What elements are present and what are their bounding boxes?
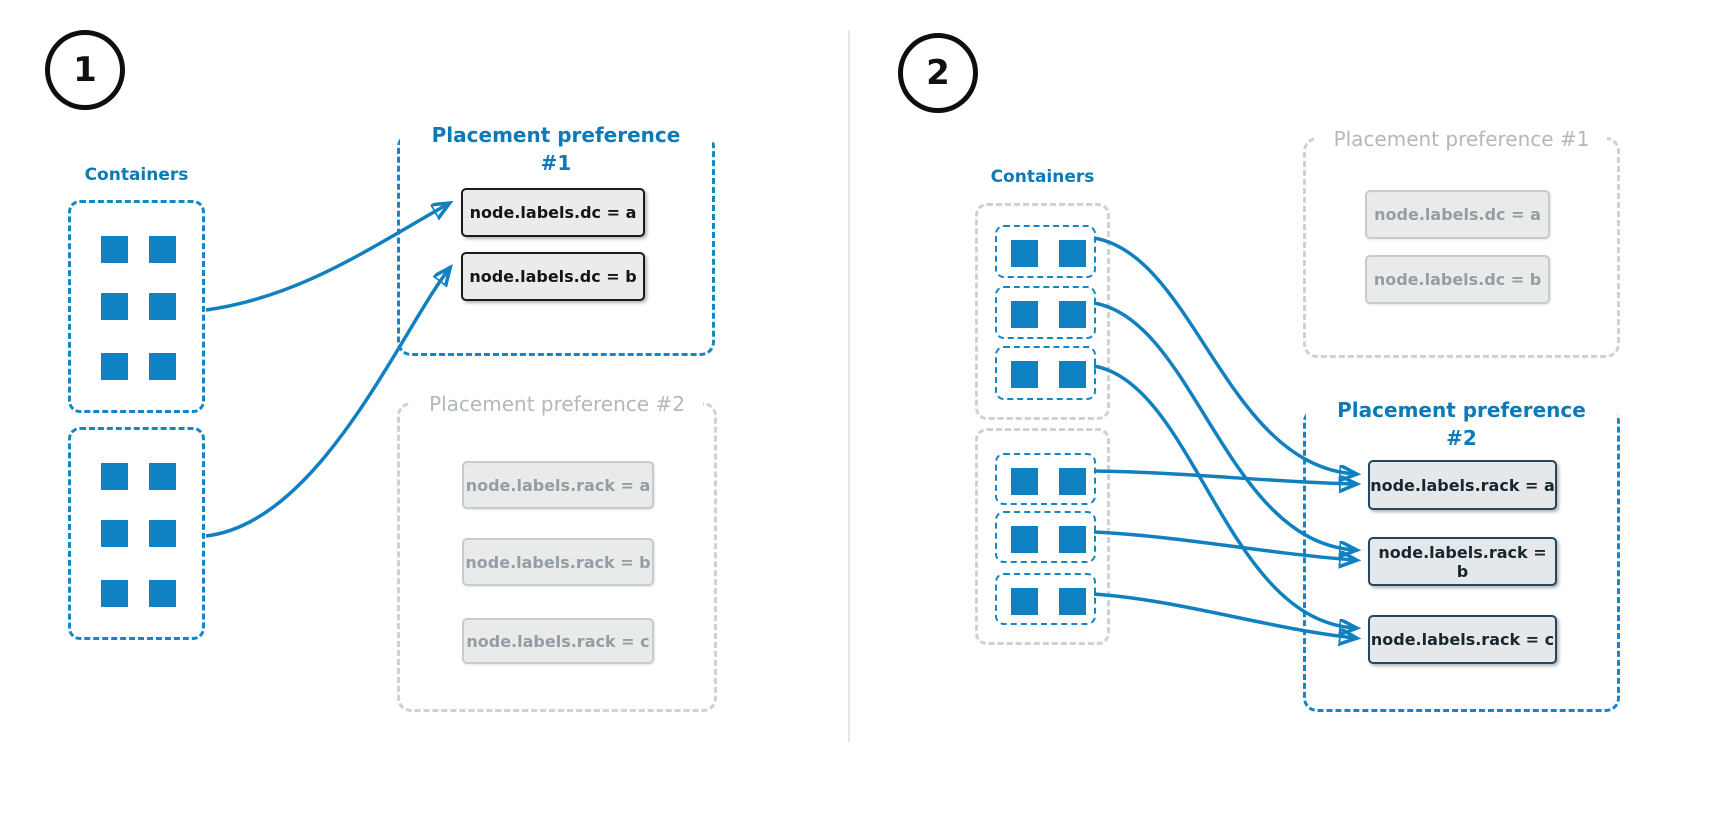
- placement-preference-1-box: Placement preference #1 node.labels.dc =…: [397, 121, 715, 356]
- placement-preference-2-box: Placement preference #2 node.labels.rack…: [1303, 396, 1620, 712]
- container-square: [101, 293, 128, 320]
- container-subgroup: [995, 573, 1096, 625]
- container-subgroup: [995, 511, 1096, 563]
- container-square: [1011, 526, 1038, 553]
- step-2-number: 2: [926, 53, 950, 93]
- container-group: [68, 427, 205, 640]
- container-square: [1059, 240, 1086, 267]
- container-square: [1059, 588, 1086, 615]
- container-square: [1011, 361, 1038, 388]
- container-square: [149, 293, 176, 320]
- container-square: [101, 236, 128, 263]
- container-group: [68, 200, 205, 413]
- preference-item-dc-a: node.labels.dc = a: [461, 188, 645, 237]
- container-subgroup: [995, 225, 1096, 278]
- container-square: [1059, 468, 1086, 495]
- preference-item-dc-b: node.labels.dc = b: [1365, 255, 1550, 304]
- placement-preference-2-title: Placement preference #2: [400, 390, 714, 418]
- placement-preference-1-title: Placement preference #1: [1306, 125, 1617, 153]
- container-square: [149, 580, 176, 607]
- preference-item-rack-c: node.labels.rack = c: [462, 618, 654, 664]
- container-group: [975, 203, 1110, 420]
- container-subgroup: [995, 286, 1096, 339]
- container-square: [1059, 301, 1086, 328]
- preference-item-dc-b: node.labels.dc = b: [461, 252, 645, 301]
- step-1-badge: 1: [45, 30, 125, 110]
- container-square: [101, 463, 128, 490]
- container-square: [101, 520, 128, 547]
- placement-preference-1-box: Placement preference #1 node.labels.dc =…: [1303, 125, 1620, 358]
- container-group: [975, 428, 1110, 645]
- container-subgroup: [995, 453, 1096, 505]
- container-square: [149, 463, 176, 490]
- container-square: [1059, 361, 1086, 388]
- container-square: [1011, 301, 1038, 328]
- container-square: [149, 520, 176, 547]
- containers-label: Containers: [990, 167, 1095, 187]
- preference-item-dc-a: node.labels.dc = a: [1365, 190, 1550, 239]
- container-subgroup: [995, 346, 1096, 400]
- container-square: [149, 353, 176, 380]
- placement-preference-1-title: Placement preference #1: [400, 121, 712, 177]
- container-square: [1011, 240, 1038, 267]
- preference-item-rack-a: node.labels.rack = a: [1368, 460, 1557, 510]
- step-2-badge: 2: [898, 33, 978, 113]
- preference-item-rack-c: node.labels.rack = c: [1368, 615, 1557, 664]
- preference-item-rack-b: node.labels.rack = b: [1368, 537, 1557, 586]
- container-square: [101, 580, 128, 607]
- preference-item-rack-b: node.labels.rack = b: [462, 538, 654, 586]
- placement-preference-2-title: Placement preference #2: [1306, 396, 1617, 452]
- container-square: [1011, 468, 1038, 495]
- container-square: [149, 236, 176, 263]
- placement-preference-2-box: Placement preference #2 node.labels.rack…: [397, 390, 717, 712]
- step-1-number: 1: [73, 50, 97, 90]
- container-square: [1011, 588, 1038, 615]
- container-square: [101, 353, 128, 380]
- container-square: [1059, 526, 1086, 553]
- panel-divider: [848, 30, 850, 742]
- containers-label: Containers: [84, 165, 189, 185]
- preference-item-rack-a: node.labels.rack = a: [462, 461, 654, 509]
